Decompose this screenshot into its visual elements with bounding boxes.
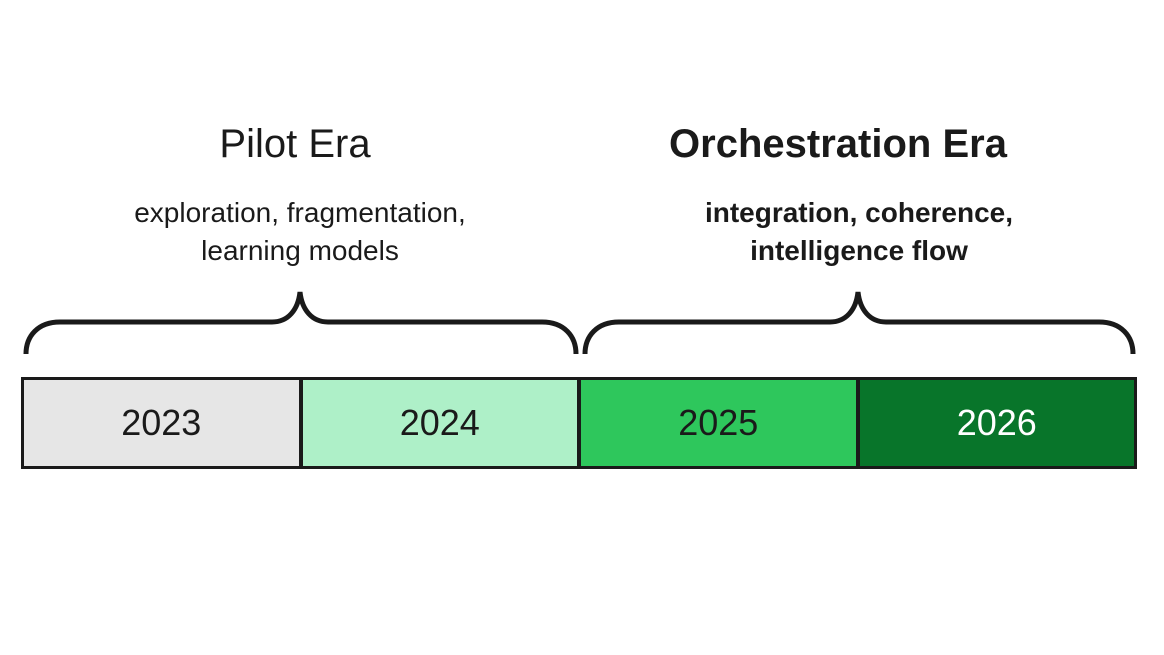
year-label: 2023: [121, 402, 202, 443]
year-cell-2024: 2024: [298, 380, 577, 466]
orchestration-era-brace: [582, 291, 1136, 355]
pilot-era-title: Pilot Era: [219, 122, 371, 166]
year-label: 2024: [399, 402, 480, 443]
orchestration-era-description-line: intelligence flow: [750, 235, 968, 266]
pilot-era-description: exploration, fragmentation, learning mod…: [40, 194, 560, 270]
orchestration-era-description-line: integration, coherence,: [704, 197, 1014, 228]
year-cell-2023: 2023: [24, 380, 299, 466]
timeline-bar: 2023 2024 2025 2026: [21, 377, 1137, 469]
year-label: 2026: [956, 402, 1037, 443]
pilot-era-description-line: exploration, fragmentation,: [134, 197, 466, 228]
year-label: 2025: [678, 402, 759, 443]
year-cell-2026: 2026: [855, 380, 1134, 466]
pilot-era-brace: [23, 291, 579, 355]
orchestration-era-description: integration, coherence, intelligence flo…: [599, 194, 1119, 270]
pilot-era-description-line: learning models: [201, 235, 399, 266]
year-cell-2025: 2025: [577, 380, 856, 466]
orchestration-era-title: Orchestration Era: [669, 122, 1007, 166]
